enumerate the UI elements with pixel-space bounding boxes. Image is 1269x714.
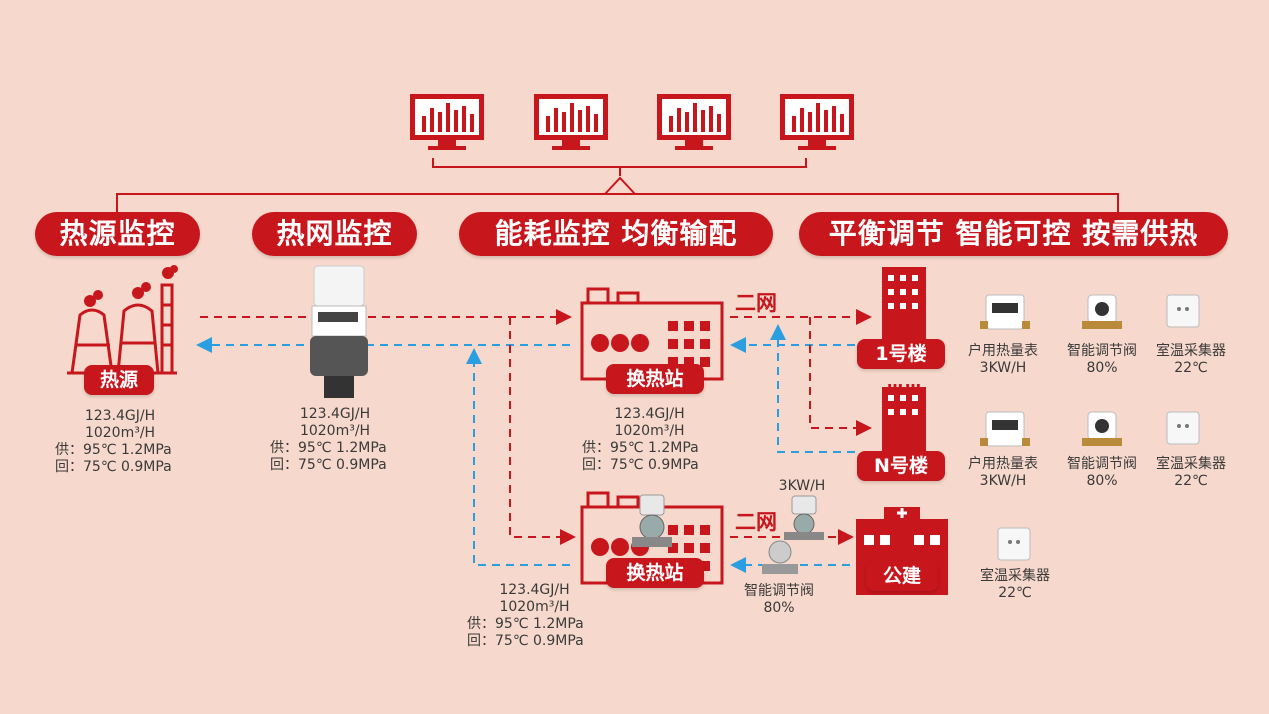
temp-collector-icon [997,527,1031,561]
stats-exchange-station-1: 123.4GJ/H 1020m³/H 供：95℃ 1.2MPa 回：75℃ 0.… [582,406,717,474]
stat-heat-flow: 123.4GJ/H [499,582,570,598]
title-balance: 平衡调节 智能可控 按需供热 [799,212,1228,256]
stat-return: 回：75℃ 0.9MPa [270,457,387,473]
secondary-network-label: 二网 [735,291,777,315]
stat-heat-flow: 123.4GJ/H [84,408,156,424]
stats-exchange-station-2: 123.4GJ/H 1020m³/H 供：95℃ 1.2MPa 回：75℃ 0.… [467,582,602,650]
building-icon [882,387,926,451]
stat-water-flow: 1020m³/H [499,599,570,615]
temp-collector-icon [1166,294,1200,328]
node-heat-source: 热源 [84,365,154,395]
node-exchange-station-2: 换热站 [606,558,704,588]
title-heat-source: 热源监控 [35,212,200,256]
monitor-icon [780,94,854,150]
smart-valve-label: 智能调节阀 80% [1067,343,1137,376]
smart-valve-label: 智能调节阀 80% [1067,456,1137,489]
stat-return: 回：75℃ 0.9MPa [467,633,584,649]
secondary-network-label: 二网 [735,510,777,534]
stat-return: 回：75℃ 0.9MPa [582,457,699,473]
monitor-icon [410,94,484,150]
public-valve-icon [762,540,798,574]
smart-valve-icon [1082,294,1122,329]
smart-valve-icon [1082,411,1122,446]
household-heat-meter-icon [980,411,1030,447]
household-heat-meter-label: 户用热量表 3KW/H [968,456,1038,489]
ellipsis: …… [887,372,923,391]
temp-collector-label: 室温采集器 22℃ [1156,456,1226,489]
stat-supply: 供：95℃ 1.2MPa [270,440,387,456]
temp-collector-label: 室温采集器 22℃ [1156,343,1226,376]
monitor-icon [657,94,731,150]
return-branch-station2 [466,348,570,566]
monitor-icon [534,94,608,150]
node-public-building: 公建 [866,561,938,591]
building-icon [882,267,926,343]
temp-collector-icon [1166,411,1200,445]
monitor-bracket [116,158,1119,212]
stat-supply: 供：95℃ 1.2MPa [467,616,584,632]
stat-return: 回：75℃ 0.9MPa [55,459,172,475]
household-heat-meter-label: 户用热量表 3KW/H [968,343,1038,376]
public-heat-meter-icon [784,495,824,540]
public-temp-collector-label: 室温采集器 22℃ [980,568,1050,601]
household-heat-meter-icon [980,294,1030,330]
station-meter-icon [632,494,672,547]
stat-water-flow: 1020m³/H [614,423,685,439]
stat-heat-flow: 123.4GJ/H [614,406,685,422]
public-meter-value: 3KW/H [778,478,826,494]
public-valve-label: 智能调节阀 80% [744,583,814,616]
supply-branch-station2 [509,317,576,545]
stat-heat-flow: 123.4GJ/H [299,406,371,422]
heat-meter-device-icon [310,265,368,398]
stat-water-flow: 1020m³/H [84,425,156,441]
supply-line-buildingN [809,317,872,436]
node-building-n: N号楼 [857,451,945,481]
stat-supply: 供：95℃ 1.2MPa [55,442,172,458]
node-exchange-station-1: 换热站 [606,364,704,394]
return-line-buildingN [770,324,855,453]
stat-supply: 供：95℃ 1.2MPa [582,440,699,456]
stat-water-flow: 1020m³/H [299,423,371,439]
title-energy: 能耗监控 均衡输配 [459,212,773,256]
title-heat-network: 热网监控 [252,212,417,256]
stats-heat-meter: 123.4GJ/H 1020m³/H 供：95℃ 1.2MPa 回：75℃ 0.… [270,406,400,474]
stats-heat-source: 123.4GJ/H 1020m³/H 供：95℃ 1.2MPa 回：75℃ 0.… [55,408,185,476]
node-building-1: 1号楼 [857,339,945,369]
